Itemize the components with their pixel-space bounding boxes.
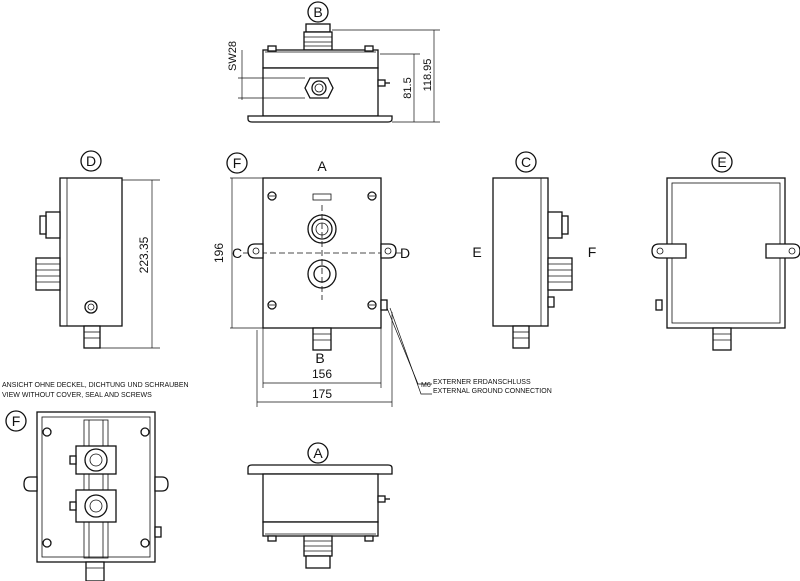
- c-side-label-f: F: [588, 244, 597, 260]
- front-label-d: D: [400, 245, 410, 261]
- bottom-view-label: A: [313, 445, 323, 461]
- note-view-en: VIEW WITHOUT COVER, SEAL AND SCREWS: [2, 392, 152, 399]
- c-side-label-e: E: [472, 244, 481, 260]
- dim-156: 156: [312, 367, 332, 381]
- interior-view-f: ANSICHT OHNE DECKEL, DICHTUNG UND SCHRAU…: [2, 382, 189, 581]
- bottom-view-a: A: [247, 442, 393, 569]
- dim-196: 196: [212, 243, 226, 263]
- side-view-d: D 223.35: [35, 150, 160, 349]
- e-view-label: E: [717, 154, 726, 170]
- top-view-label: B: [313, 4, 322, 20]
- back-view-e: E: [651, 151, 800, 351]
- front-label-c: C: [232, 245, 242, 261]
- side-view-c: C E F: [472, 151, 597, 349]
- note-view-de: ANSICHT OHNE DECKEL, DICHTUNG UND SCHRAU…: [2, 382, 189, 389]
- dim-81-5: 81.5: [402, 77, 414, 98]
- dim-sw28: SW28: [227, 41, 239, 71]
- top-view: B SW28 81.5 118.95: [227, 1, 440, 123]
- dim-223-35: 223.35: [137, 236, 151, 273]
- note-m6: M6: [421, 382, 431, 389]
- front-view: F A C D B 196: [212, 152, 552, 407]
- front-label-a: A: [317, 158, 327, 174]
- dim-118-95: 118.95: [422, 59, 434, 92]
- dim-175: 175: [312, 387, 332, 401]
- view-marker-circle: [307, 1, 329, 23]
- note-ground-en: EXTERNAL GROUND CONNECTION: [433, 388, 552, 395]
- note-ground-de: EXTERNER ERDANSCHLUSS: [433, 379, 531, 386]
- f-view-label: F: [233, 155, 242, 171]
- interior-view-label: F: [12, 413, 21, 429]
- front-label-b: B: [315, 350, 324, 366]
- d-view-label: D: [86, 153, 96, 169]
- c-view-label: C: [521, 154, 531, 170]
